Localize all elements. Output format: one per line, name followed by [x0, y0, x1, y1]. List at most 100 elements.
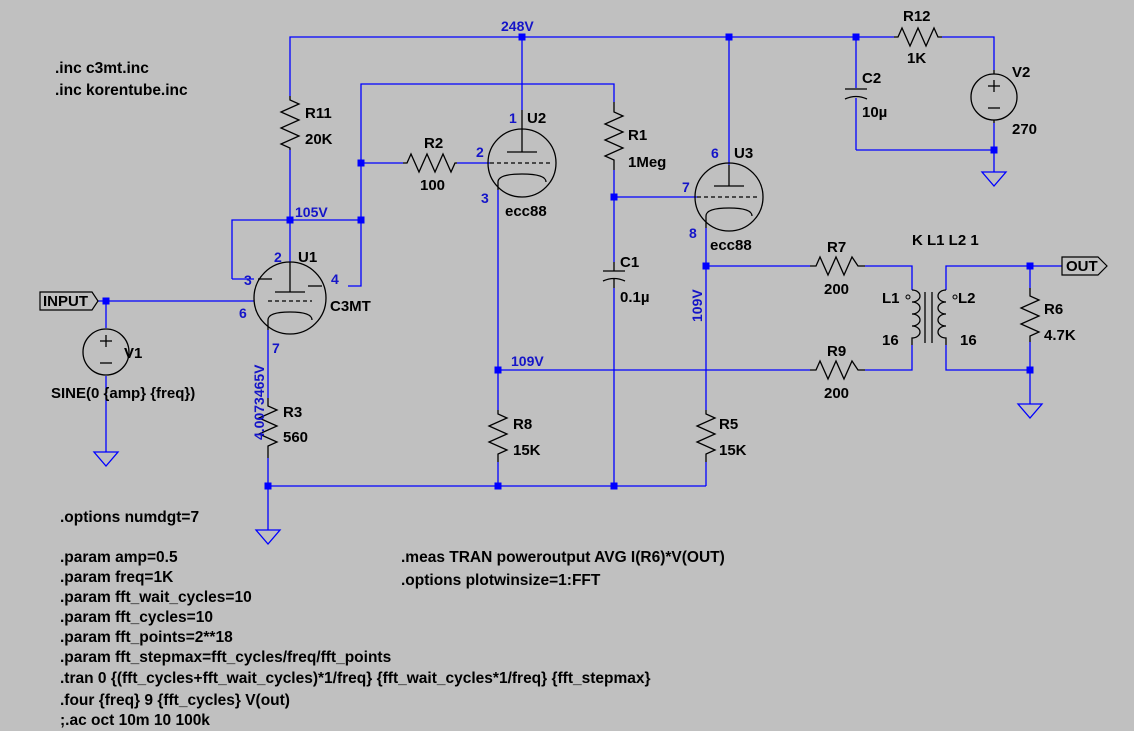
r1-value: 1Meg — [628, 154, 666, 171]
pin-u3-plate: 6 — [711, 145, 719, 161]
resistor-r5[interactable] — [695, 410, 717, 462]
net-label-mid: 109V — [511, 353, 544, 369]
r6-value: 4.7K — [1044, 327, 1076, 344]
r12-value: 1K — [907, 50, 926, 67]
l2-name: L2 — [958, 290, 976, 307]
resistor-r1[interactable] — [603, 102, 625, 170]
r7-value: 200 — [824, 281, 849, 298]
resistor-r8[interactable] — [487, 410, 509, 462]
r8-value: 15K — [513, 442, 541, 459]
directive-line: .tran 0 {(fft_cycles+fft_wait_cycles)*1/… — [60, 670, 651, 687]
net-label-plate-u1: 105V — [295, 204, 328, 220]
coupling-directive: K L1 L2 1 — [912, 232, 979, 249]
r11-name: R11 — [305, 105, 332, 122]
tube-u1[interactable] — [253, 261, 327, 335]
c1-value: 0.1µ — [620, 289, 650, 306]
u3-model: ecc88 — [710, 237, 752, 254]
pin-u1-g2a: 3 — [244, 272, 252, 288]
ground-symbol — [1016, 403, 1044, 419]
pin-u1-plate: 2 — [274, 249, 282, 265]
spice-directives-includes: .inc c3mt.inc .inc korentube.inc — [55, 60, 188, 99]
r6-name: R6 — [1044, 301, 1063, 318]
ground-symbol — [92, 451, 120, 467]
directive-line: .param fft_points=2**18 — [60, 629, 233, 646]
pin-u2-grid: 2 — [476, 144, 484, 160]
l1-value: 16 — [882, 332, 899, 349]
spice-directives-params: .param amp=0.5 .param freq=1K .param fft… — [60, 549, 651, 729]
directive-line: .param fft_cycles=10 — [60, 609, 213, 626]
directive-line: .param amp=0.5 — [60, 549, 178, 566]
c2-name: C2 — [862, 70, 881, 87]
resistor-r3[interactable] — [257, 398, 279, 458]
resistor-r12[interactable] — [894, 26, 942, 48]
input-port-label: INPUT — [43, 293, 88, 310]
directive-line: .param fft_wait_cycles=10 — [60, 589, 252, 606]
pin-u1-g2b: 4 — [331, 271, 339, 287]
resistor-r11[interactable] — [279, 96, 301, 150]
u2-model: ecc88 — [505, 203, 547, 220]
r12-name: R12 — [903, 8, 931, 25]
output-port[interactable]: OUT — [1061, 256, 1108, 276]
capacitor-c2[interactable] — [844, 88, 868, 100]
resistor-r9[interactable] — [810, 359, 865, 381]
r2-name: R2 — [424, 135, 443, 152]
v2-name: V2 — [1012, 64, 1030, 81]
r8-name: R8 — [513, 416, 532, 433]
spice-directives-meas: .meas TRAN poweroutput AVG I(R6)*V(OUT) … — [401, 549, 725, 589]
u2-name: U2 — [527, 110, 546, 127]
directive-line: .meas TRAN poweroutput AVG I(R6)*V(OUT) — [401, 549, 725, 566]
u1-name: U1 — [298, 249, 317, 266]
inductor-l2[interactable] — [937, 289, 958, 345]
ground-symbol — [980, 171, 1008, 187]
r2-value: 100 — [420, 177, 445, 194]
r9-name: R9 — [827, 343, 846, 360]
u1-model: C3MT — [330, 298, 371, 315]
directive-options: .options numdgt=7 — [60, 509, 199, 526]
wires — [97, 36, 1062, 530]
directive-line: .param freq=1K — [60, 569, 174, 586]
directive-line: .param fft_stepmax=fft_cycles/freq/fft_p… — [60, 649, 391, 666]
inductor-l1[interactable] — [905, 289, 921, 345]
v2-value: 270 — [1012, 121, 1037, 138]
c1-name: C1 — [620, 254, 639, 271]
net-label-cathode-u1: 4.0073465V — [251, 364, 267, 440]
v1-name: V1 — [124, 345, 142, 362]
pin-u1-cathode: 7 — [272, 340, 280, 356]
r3-name: R3 — [283, 404, 302, 421]
tube-u3[interactable] — [694, 162, 764, 232]
resistor-r7[interactable] — [810, 255, 865, 277]
voltage-source-v2[interactable] — [970, 70, 1018, 123]
pin-u2-plate: 1 — [509, 110, 517, 126]
net-label-cathode-u3: 109V — [689, 289, 705, 322]
input-port[interactable]: INPUT — [39, 291, 99, 311]
directive-line: .options plotwinsize=1:FFT — [401, 572, 601, 589]
capacitor-c1[interactable] — [602, 262, 626, 288]
transformer-core — [924, 292, 933, 343]
pin-u1-grid: 6 — [239, 305, 247, 321]
output-port-label: OUT — [1066, 258, 1098, 275]
pin-u3-cathode: 8 — [689, 225, 697, 241]
directive-line: .inc korentube.inc — [55, 82, 188, 99]
r5-name: R5 — [719, 416, 738, 433]
directive-line: .four {freq} 9 {fft_cycles} V(out) — [60, 692, 290, 709]
voltage-source-v1[interactable] — [82, 328, 130, 376]
ground-symbol — [254, 529, 282, 545]
c2-value: 10µ — [862, 104, 887, 121]
r11-value: 20K — [305, 131, 333, 148]
r3-value: 560 — [283, 429, 308, 446]
directive-line: .inc c3mt.inc — [55, 60, 149, 77]
r9-value: 200 — [824, 385, 849, 402]
resistor-r6[interactable] — [1019, 288, 1041, 342]
v1-value: SINE(0 {amp} {freq}) — [51, 385, 195, 402]
junctions — [102, 33, 1034, 490]
tube-u2[interactable] — [487, 110, 557, 198]
l2-value: 16 — [960, 332, 977, 349]
r1-name: R1 — [628, 127, 647, 144]
u3-name: U3 — [734, 145, 753, 162]
directive-line: ;.ac oct 10m 10 100k — [60, 712, 210, 729]
resistor-r2[interactable] — [403, 152, 457, 174]
pin-u3-grid: 7 — [682, 179, 690, 195]
l1-name: L1 — [882, 290, 900, 307]
r7-name: R7 — [827, 239, 846, 256]
